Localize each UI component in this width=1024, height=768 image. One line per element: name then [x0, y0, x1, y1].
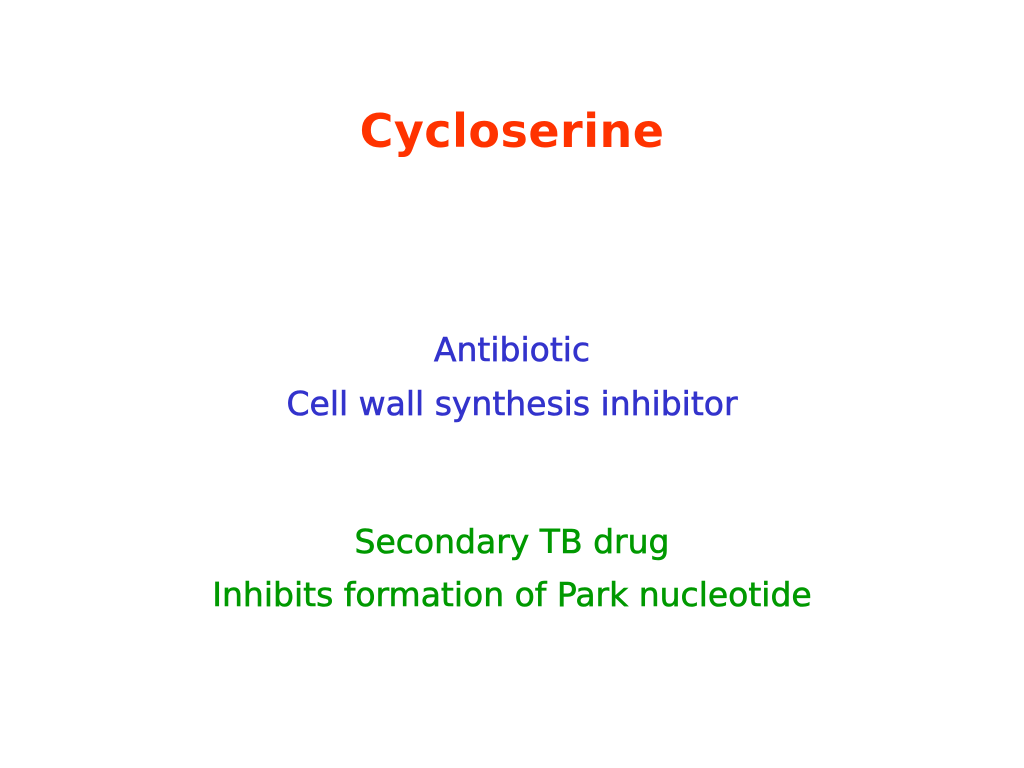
- classification-line-2: Cell wall synthesis inhibitor: [286, 384, 738, 423]
- classification-line-1: Antibiotic: [433, 330, 591, 369]
- usage-line-2: Inhibits formation of Park nucleotide: [212, 575, 812, 614]
- usage-line-1: Secondary TB drug: [354, 522, 670, 561]
- slide-title: Cycloserine: [359, 104, 665, 158]
